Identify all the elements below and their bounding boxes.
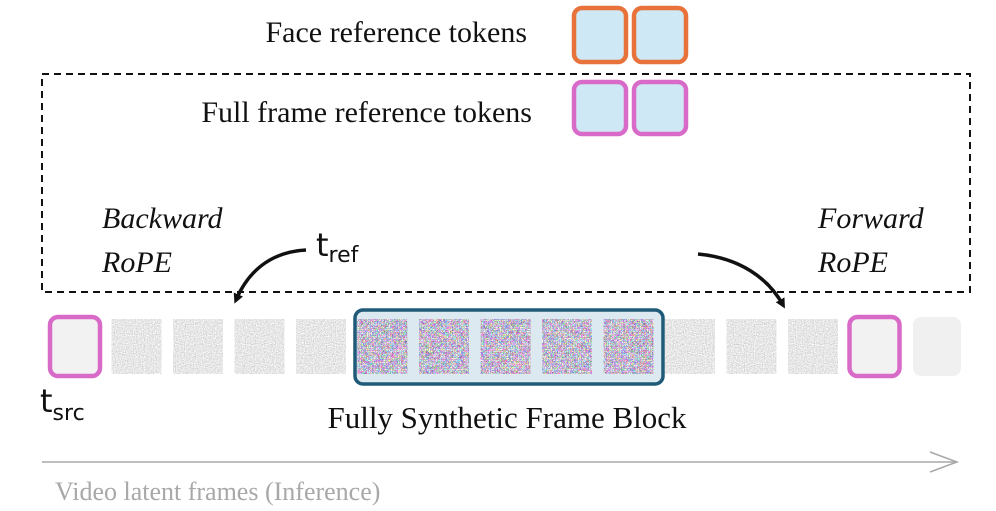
timeline-label: Video latent frames (Inference): [55, 477, 380, 506]
reference-frame: [847, 314, 902, 379]
forward-rope-label: Forward: [817, 202, 925, 235]
source-frame: [47, 314, 103, 379]
synthetic-frame: [357, 319, 408, 374]
noisy-frame: [234, 319, 285, 374]
noisy-frame: [788, 319, 838, 374]
empty-frame: [913, 317, 961, 376]
synthetic-frame: [603, 319, 654, 374]
noisy-frame: [173, 319, 223, 374]
t-src-label: tsrc: [40, 382, 85, 426]
full-frame-reference-label: Full frame reference tokens: [201, 96, 532, 129]
full-frame-token: [571, 79, 629, 137]
backward-rope-label-line2: RoPE: [101, 246, 172, 279]
forward-arrow: [697, 252, 785, 309]
forward-rope-label-line2: RoPE: [817, 246, 888, 279]
noisy-frame: [111, 319, 162, 374]
noisy-frame: [726, 319, 777, 374]
synthetic-frame: [542, 319, 592, 374]
noisy-frame: [296, 319, 346, 374]
backward-arrow: [233, 248, 307, 304]
synthetic-frame: [419, 319, 469, 374]
noisy-frame: [665, 319, 715, 374]
rope-region-box: [41, 73, 971, 293]
t-ref-label: tref: [316, 226, 360, 268]
synthetic-block-label: Fully Synthetic Frame Block: [327, 400, 687, 435]
face-token: [631, 5, 689, 65]
timeline-arrowhead: [929, 451, 960, 473]
full-frame-token: [631, 79, 689, 137]
synthetic-frame: [480, 319, 531, 374]
face-reference-label: Face reference tokens: [265, 16, 527, 49]
face-token: [571, 5, 629, 65]
backward-rope-label: Backward: [102, 202, 224, 235]
frames-row: [47, 314, 961, 379]
